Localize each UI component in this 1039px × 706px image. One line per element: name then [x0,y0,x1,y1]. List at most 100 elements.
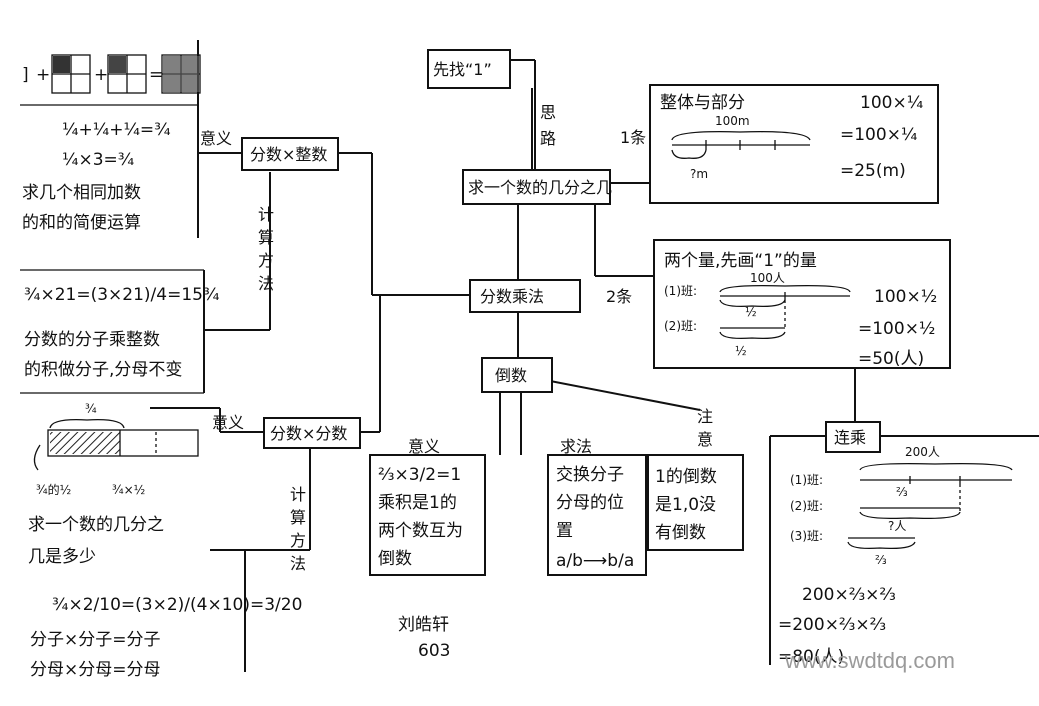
thinking-label: 思 路 [540,103,556,148]
svg-text:方: 方 [258,251,274,270]
recip-method-label: 求法 [560,437,592,456]
rule-numerator: 分子×分子=分子 [30,630,161,650]
left-mid-panel: ¾×21=(3×21)/4=15¾ 分数的分子乘整数 的积做分子,分母不变 [20,269,219,394]
two-qty-title: 两个量,先画“1”的量 [664,251,817,271]
svg-text:连乘: 连乘 [834,428,866,447]
svg-text:]: ] [22,65,29,85]
part-whole-panel: 整体与部分 100m ?m 100×¼ =100×¼ =25(m) [649,84,939,204]
svg-text:计: 计 [258,205,274,224]
svg-text:置: 置 [556,521,573,541]
cont-calc-3: =80(人) [778,647,844,667]
svg-text:+: + [94,65,108,85]
bottom-equation: ¾×2/10=(3×2)/(4×10)=3/20 [52,595,302,615]
recip-meaning-box: ⅔×3/2=1 乘积是1的 两个数互为 倒数 [369,454,486,576]
svg-text:算: 算 [290,508,306,527]
svg-text:分数×整数: 分数×整数 [250,145,327,164]
svg-text:是1,0没: 是1,0没 [655,495,716,515]
unknown-length-label: ?m [690,167,708,181]
node-fraction-times-fraction[interactable]: 分数×分数 [263,417,361,449]
two-quantity-panel: 两个量,先画“1”的量 (1)班: 100人 ½ (2)班: ?人 ½ 100×… [653,239,951,369]
two-qty-calc-1: 100×½ [874,287,937,307]
svg-text:乘积是1的: 乘积是1的 [378,493,457,513]
bar-top-fraction: ¾ [85,402,97,416]
mid-equation: ¾×21=(3×21)/4=15¾ [24,285,219,305]
node-fraction-multiplication[interactable]: 分数乘法 [469,279,581,313]
svg-text:603: 603 [418,641,450,661]
half-label-bottom: ½ [735,344,747,358]
svg-text:有倒数: 有倒数 [655,523,706,543]
svg-text:⅔×3/2=1: ⅔×3/2=1 [378,465,461,485]
cont-frac-b: ⅔ [875,553,887,567]
svg-text:交换分子: 交换分子 [556,465,624,485]
top-people-label: 100人 [750,271,785,285]
caption-times: ¾×½ [112,483,145,497]
svg-text:倒数: 倒数 [378,549,412,569]
svg-text:思: 思 [540,103,556,122]
svg-text:1的倒数: 1的倒数 [655,467,717,487]
part-whole-calc-1: 100×¼ [860,93,923,113]
svg-text:分数×分数: 分数×分数 [270,424,347,443]
svg-text:法: 法 [290,554,306,573]
whole-length-label: 100m [715,114,750,128]
two-qty-calc-2: =100×½ [858,319,935,339]
bottom-desc-1: 求一个数的几分之 [28,515,164,535]
mid-desc-2: 的积做分子,分母不变 [24,360,182,380]
svg-text:计: 计 [290,485,306,504]
left-top-desc-2: 的和的简便运算 [22,213,141,233]
half-label-top: ½ [745,305,757,319]
rule-denominator: 分母×分母=分母 [30,660,161,680]
node-continuous-multiplication[interactable]: 连乘 [825,421,881,453]
node-find-fraction-of-number[interactable]: 求一个数的几分之几 [462,169,612,205]
left-top-panel: ¼+¼+¼=¾ ¼×3=¾ 求几个相同加数 的和的简便运算 [22,120,171,233]
class-1-label: (1)班: [664,284,697,298]
cont-unknown-label: ?人 [888,519,906,533]
cont-top-label: 200人 [905,445,940,459]
node-reciprocal[interactable]: 倒数 [481,357,553,393]
author-signature: 刘皓轩 603 [398,615,450,661]
cont-calc-2: =200×⅔×⅔ [778,615,886,635]
left-bottom-panel: ¾ ¾的½ ¾×½ 求一个数的几分之 几是多少 ¾×2/10=(3×2)/(4×… [28,402,302,680]
caption-of: ¾的½ [36,482,71,497]
class-2-label: (2)班: [664,319,697,333]
watermark: www.swdtdq.com [784,648,955,673]
cont-class-1: (1)班: [790,473,823,487]
svg-text:路: 路 [540,129,556,148]
node-fraction-times-integer[interactable]: 分数×整数 [241,137,339,171]
cont-class-3: (3)班: [790,529,823,543]
meaning-label-1: 意义 [200,129,232,148]
svg-text:意: 意 [697,430,713,449]
svg-text:分母的位: 分母的位 [556,493,624,513]
part-whole-calc-2: =100×¼ [840,125,917,145]
part-whole-title: 整体与部分 [660,93,745,113]
part-whole-calc-3: =25(m) [840,161,906,181]
mid-desc-1: 分数的分子乘整数 [24,330,160,350]
two-step-label: 2条 [606,287,632,306]
one-step-label: 1条 [620,128,646,147]
connector-lines [150,40,1039,672]
cont-calc-1: 200×⅔×⅔ [802,585,896,605]
calc-label-2: 计 算 方 法 [290,485,306,573]
svg-text:+: + [36,65,50,85]
svg-text:先找“1”: 先找“1” [433,60,492,79]
svg-text:刘皓轩: 刘皓轩 [398,615,449,635]
cont-class-2: (2)班: [790,499,823,513]
svg-text:注: 注 [697,407,713,426]
svg-text:a/b⟶b/a: a/b⟶b/a [556,551,634,571]
svg-text:方: 方 [290,531,306,550]
cont-frac-a: ⅔ [896,485,908,499]
svg-text:求一个数的几分之几: 求一个数的几分之几 [468,178,612,197]
left-top-desc-1: 求几个相同加数 [22,183,141,203]
add-equation: ¼+¼+¼=¾ [62,120,171,140]
node-find-one[interactable]: 先找“1” [427,49,511,89]
continuous-panel: 200人 (1)班: ⅔ (2)班: ?人 (3)班: ⅔ 200×⅔×⅔ =2… [778,445,1013,667]
svg-text:算: 算 [258,228,274,247]
fraction-grid-sum: ] + + = [20,54,201,106]
mul-equation: ¼×3=¾ [62,150,134,170]
recip-meaning-label: 意义 [408,437,440,456]
svg-text:倒数: 倒数 [495,366,527,385]
svg-text:法: 法 [258,274,274,293]
calc-label-1: 计 算 方 法 [258,205,274,293]
bottom-desc-2: 几是多少 [28,547,96,567]
svg-text:=: = [149,65,163,85]
